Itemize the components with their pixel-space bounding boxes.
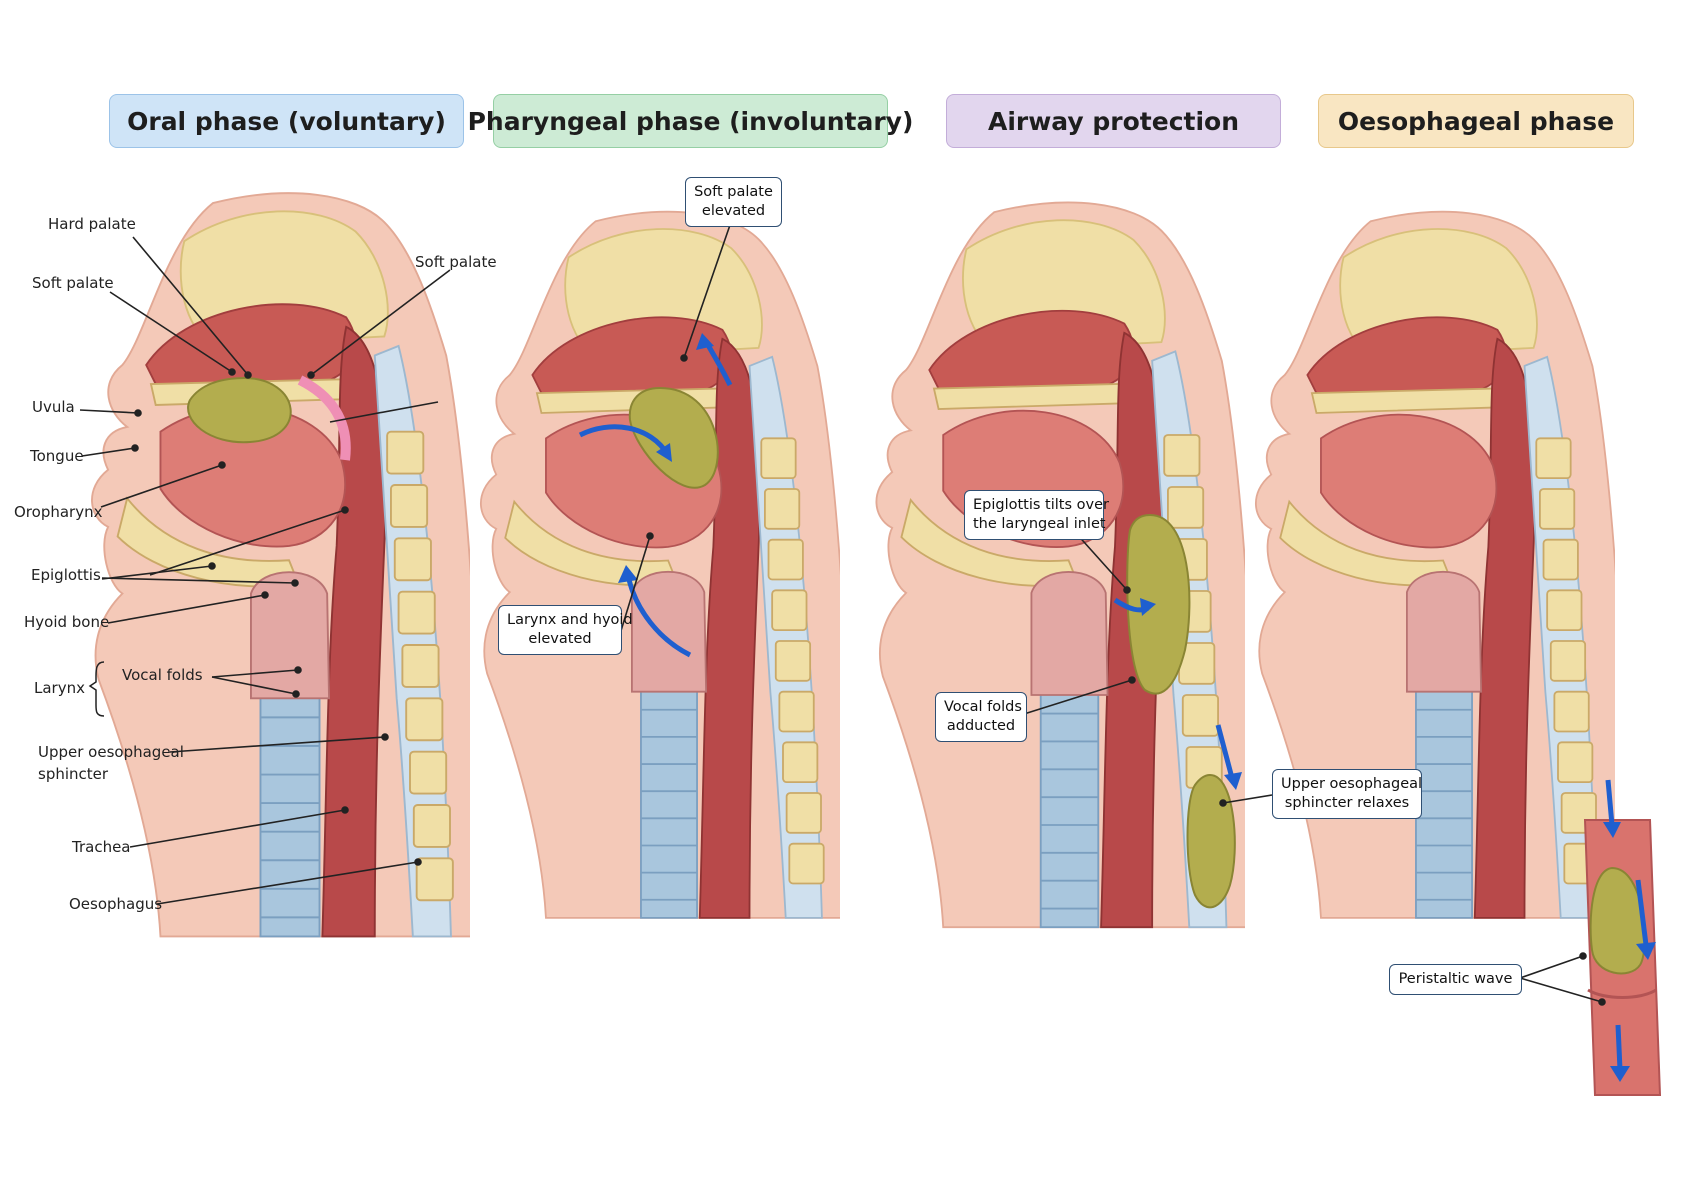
callout-peristaltic-wave: Peristaltic wave bbox=[1389, 964, 1522, 995]
label-sphincter: sphincter bbox=[38, 765, 109, 783]
label-vocal-folds: Vocal folds bbox=[122, 666, 203, 684]
panel-airway-protection bbox=[875, 201, 1245, 929]
bolus bbox=[187, 376, 292, 444]
label-oesophagus: Oesophagus bbox=[69, 895, 163, 913]
arrow-head bbox=[1603, 822, 1621, 838]
soft-palate bbox=[297, 375, 351, 461]
label-hard-palate: Hard palate bbox=[48, 215, 136, 233]
panel-oral-phase bbox=[90, 192, 470, 938]
header-pharyngeal-phase: Pharyngeal phase (involuntary) bbox=[468, 94, 913, 148]
arrow-head bbox=[1610, 1066, 1630, 1082]
panel-oesophageal-phase bbox=[1254, 210, 1662, 1096]
callout-ues-relaxes: Upper oesophageal sphincter relaxes bbox=[1272, 769, 1422, 819]
bolus-lower bbox=[1186, 773, 1236, 909]
label-soft-palate-right: Soft palate bbox=[415, 253, 497, 271]
down-arrow-1 bbox=[1605, 779, 1615, 826]
down-arrow-3 bbox=[1615, 1024, 1623, 1071]
arrow-head bbox=[656, 443, 672, 462]
label-tongue: Tongue bbox=[30, 447, 84, 465]
label-oropharynx: Oropharynx bbox=[14, 503, 103, 521]
arrow-head bbox=[1636, 942, 1656, 960]
arrow-head bbox=[1224, 772, 1242, 790]
down-arrow-2 bbox=[1635, 879, 1649, 946]
arrow-head bbox=[696, 333, 714, 350]
larynx-arrow bbox=[625, 574, 692, 658]
callout-vocal-folds-adducted: Vocal folds adducted bbox=[935, 692, 1027, 742]
larynx-brace bbox=[88, 661, 105, 717]
bolus bbox=[1126, 513, 1191, 695]
header-airway-protection: Airway protection bbox=[946, 94, 1281, 148]
arrow-head bbox=[1140, 598, 1156, 616]
label-trachea: Trachea bbox=[72, 838, 131, 856]
label-larynx: Larynx bbox=[34, 679, 85, 697]
tongue-push-arrow bbox=[578, 424, 671, 457]
header-oral-phase: Oral phase (voluntary) bbox=[109, 94, 464, 148]
sphincter-arrow bbox=[1215, 724, 1235, 779]
label-upper-oesophageal: Upper oesophageal bbox=[38, 743, 184, 761]
callout-epiglottis-tilts: Epiglottis tilts over the laryngeal inle… bbox=[964, 490, 1109, 540]
label-soft-palate-left: Soft palate bbox=[32, 274, 114, 292]
arrow-head bbox=[618, 565, 638, 583]
panel-pharyngeal-phase bbox=[479, 210, 840, 919]
label-uvula: Uvula bbox=[32, 398, 75, 416]
header-oesophageal-phase: Oesophageal phase bbox=[1318, 94, 1634, 148]
callout-larynx-hyoid-elevated: Larynx and hyoid elevated bbox=[498, 605, 633, 655]
peristaltic-constriction bbox=[1587, 988, 1657, 999]
bolus bbox=[628, 386, 719, 489]
label-epiglottis: Epiglottis bbox=[31, 566, 101, 584]
label-hyoid-bone: Hyoid bone bbox=[24, 613, 110, 631]
leader-lines bbox=[79, 224, 1606, 1006]
callout-soft-palate-elevated: Soft palate elevated bbox=[685, 177, 782, 227]
